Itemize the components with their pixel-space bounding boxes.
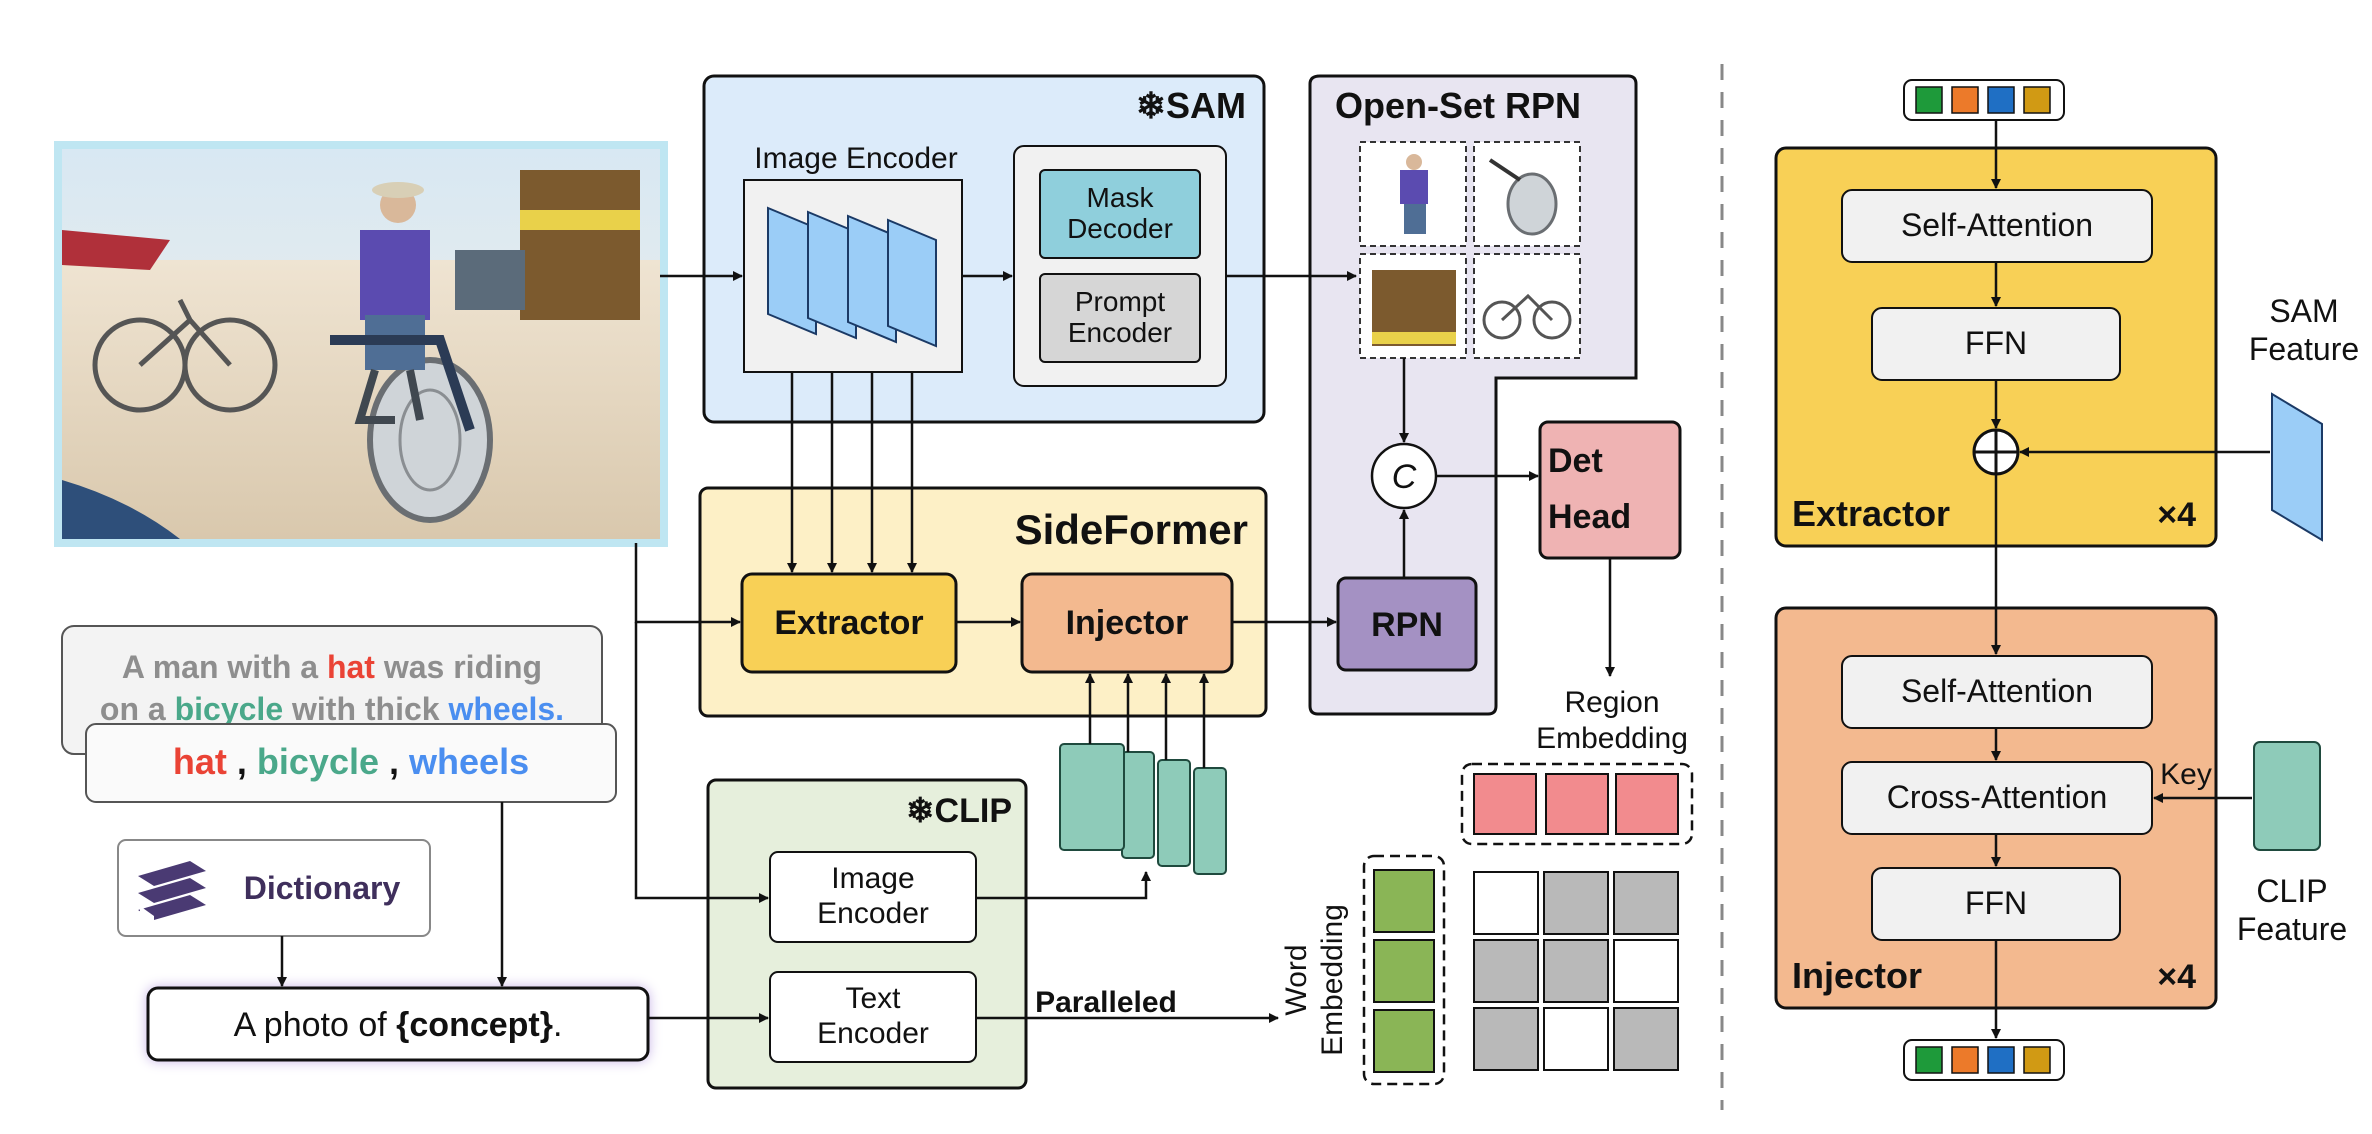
- injector-self-attention-label: Self-Attention: [1901, 673, 2093, 709]
- mask-decoder-label-1: Mask: [1087, 182, 1155, 213]
- paralleled-label: Paralleled: [1035, 986, 1177, 1019]
- prompt-template-box: [146, 986, 650, 1062]
- region-embedding-cells: [1473, 773, 1679, 835]
- sam-feature-icon: [2271, 392, 2323, 542]
- rpn-label: RPN: [1371, 606, 1443, 644]
- sideformer-extractor-label: Extractor: [774, 604, 923, 642]
- extractor-self-attention-label: Self-Attention: [1901, 207, 2093, 243]
- sam-image-encoder-label: Image Encoder: [754, 142, 957, 175]
- output-tokens: [1903, 1039, 2065, 1081]
- extractor-block-name: Extractor: [1792, 493, 1950, 534]
- similarity-matrix: [1473, 871, 1679, 1071]
- caption-line-1: A man with a hat was riding: [122, 649, 542, 685]
- clip-text-encoder-label-2: Encoder: [817, 1017, 929, 1050]
- injector-block-repeat: ×4: [2157, 958, 2196, 996]
- clip-title: ❄CLIP: [906, 792, 1012, 830]
- rpn-box: [1336, 576, 1478, 672]
- plus-icon: [1974, 430, 2018, 474]
- similarity-cell: [1473, 1007, 1539, 1071]
- sam-feature-maps: [767, 206, 937, 348]
- input-photo: [54, 141, 668, 547]
- prompt-encoder-label-1: Prompt: [1075, 286, 1165, 317]
- similarity-cell: [1613, 939, 1679, 1003]
- injector-cross-attention-label: Cross-Attention: [1887, 779, 2108, 815]
- open-set-rpn-title: Open-Set RPN: [1335, 85, 1581, 126]
- clip-image-encoder-label-2: Encoder: [817, 897, 929, 930]
- proposal-crops: [1359, 141, 1581, 359]
- region-embedding-label-2: Embedding: [1536, 722, 1688, 755]
- similarity-cell: [1613, 871, 1679, 935]
- injector-block-name: Injector: [1792, 955, 1922, 996]
- arrows: [277, 120, 2270, 1039]
- mask-decoder: [1039, 169, 1201, 259]
- extractor-ffn-label: FFN: [1965, 325, 2027, 361]
- concepts-box: [85, 723, 617, 803]
- clip-feature-icon: [2253, 741, 2321, 851]
- caption-line-2: on a bicycle with thick wheels.: [100, 691, 564, 727]
- similarity-cell: [1543, 871, 1609, 935]
- sideformer-title: SideFormer: [1015, 506, 1248, 553]
- books-icon: [138, 861, 206, 922]
- mask-decoder-label-2: Decoder: [1067, 213, 1173, 244]
- injector-ffn-label: FFN: [1965, 885, 2027, 921]
- word-embedding-cells: [1373, 869, 1435, 1073]
- key-label: Key: [2160, 758, 2212, 791]
- det-head-label-1: Det: [1548, 442, 1603, 480]
- clip-text-encoder-label-1: Text: [845, 982, 901, 1015]
- clip-image-encoder-label-1: Image: [831, 862, 914, 895]
- word-embedding-group: [1362, 854, 1446, 1086]
- input-tokens: [1903, 79, 2065, 121]
- clip-feature-label-2: Feature: [2237, 911, 2347, 947]
- concat-symbol: C: [1392, 458, 1417, 496]
- det-head-label-2: Head: [1548, 498, 1631, 536]
- prompt-template: A photo of {concept}.: [234, 1006, 563, 1044]
- clip-feature-stack: [1059, 743, 1227, 875]
- sam-feature-label-1: SAM: [2269, 293, 2338, 329]
- concepts-list: hat , bicycle , wheels: [173, 741, 529, 782]
- similarity-cell: [1473, 939, 1539, 1003]
- prompt-encoder-label-2: Encoder: [1068, 317, 1172, 348]
- extractor-block-repeat: ×4: [2157, 496, 2196, 534]
- word-embedding-label-1: Word: [1280, 944, 1313, 1015]
- similarity-cell: [1543, 939, 1609, 1003]
- sam-feature-label-2: Feature: [2249, 331, 2359, 367]
- similarity-cell: [1613, 1007, 1679, 1071]
- similarity-cell: [1543, 1007, 1609, 1071]
- region-embedding-label-1: Region: [1564, 686, 1659, 719]
- prompt-encoder: [1039, 273, 1201, 363]
- sam-title: ❄SAM: [1136, 85, 1246, 126]
- word-embedding-label-2: Embedding: [1316, 904, 1349, 1056]
- clip-feature-label-1: CLIP: [2256, 873, 2327, 909]
- dictionary-label: Dictionary: [244, 870, 401, 906]
- dictionary-box: [117, 839, 431, 937]
- sideformer-injector-label: Injector: [1066, 604, 1189, 642]
- similarity-cell: [1473, 871, 1539, 935]
- region-embedding-group: [1460, 762, 1694, 846]
